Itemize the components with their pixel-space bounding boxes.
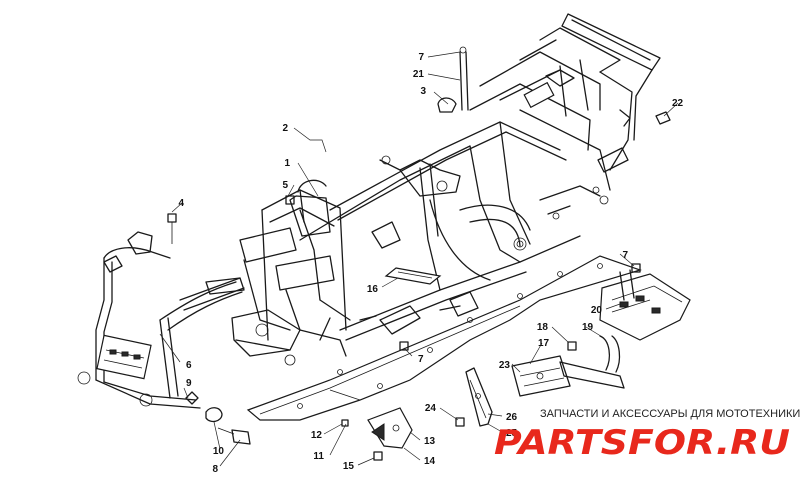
callout-numbers: 1 2 3 4 5 6 7 7 7 8 9 10 11 12 13 14 15 … <box>178 52 683 475</box>
callout-6: 6 <box>186 360 192 371</box>
callout-2: 2 <box>282 123 288 134</box>
main-frame <box>231 121 581 366</box>
callout-20: 20 <box>591 305 603 316</box>
callout-26: 26 <box>506 412 518 423</box>
callout-25: 25 <box>506 428 518 439</box>
callout-1: 1 <box>284 158 290 169</box>
callout-9: 9 <box>186 378 192 389</box>
callout-7b: 7 <box>622 250 628 261</box>
front-bumper <box>77 231 245 409</box>
rear-frame <box>469 13 661 220</box>
callout-4: 4 <box>178 198 184 209</box>
callout-21: 21 <box>413 69 425 80</box>
watermark: ЗАПЧАСТИ И АКСЕССУАРЫ ДЛЯ МОТОТЕХНИКИ PA… <box>494 408 800 463</box>
callout-18: 18 <box>537 322 549 333</box>
callout-23: 23 <box>499 360 511 371</box>
watermark-tagline: ЗАПЧАСТИ И АКСЕССУАРЫ ДЛЯ МОТОТЕХНИКИ <box>540 408 800 420</box>
callout-24: 24 <box>425 403 437 414</box>
footrest-plate <box>384 267 442 285</box>
callout-22: 22 <box>672 98 684 109</box>
watermark-logo: PARTSFOR.RU <box>494 423 790 463</box>
callout-12: 12 <box>311 430 323 441</box>
callout-17: 17 <box>538 338 550 349</box>
callout-8: 8 <box>212 464 218 475</box>
callout-13: 13 <box>424 436 436 447</box>
callout-14: 14 <box>424 456 436 467</box>
callout-3: 3 <box>420 86 426 97</box>
callout-5: 5 <box>282 180 288 191</box>
callout-15: 15 <box>343 461 355 472</box>
skid-plate <box>246 255 642 421</box>
fasteners <box>167 46 671 461</box>
leader-lines <box>159 51 679 467</box>
callout-7c: 7 <box>418 354 424 365</box>
callout-10: 10 <box>213 446 225 457</box>
callout-19: 19 <box>582 322 594 333</box>
callout-16: 16 <box>367 284 379 295</box>
callout-11: 11 <box>313 451 324 462</box>
rear-hitch <box>511 269 691 397</box>
small-brackets <box>367 367 493 449</box>
callout-7a: 7 <box>418 52 424 63</box>
